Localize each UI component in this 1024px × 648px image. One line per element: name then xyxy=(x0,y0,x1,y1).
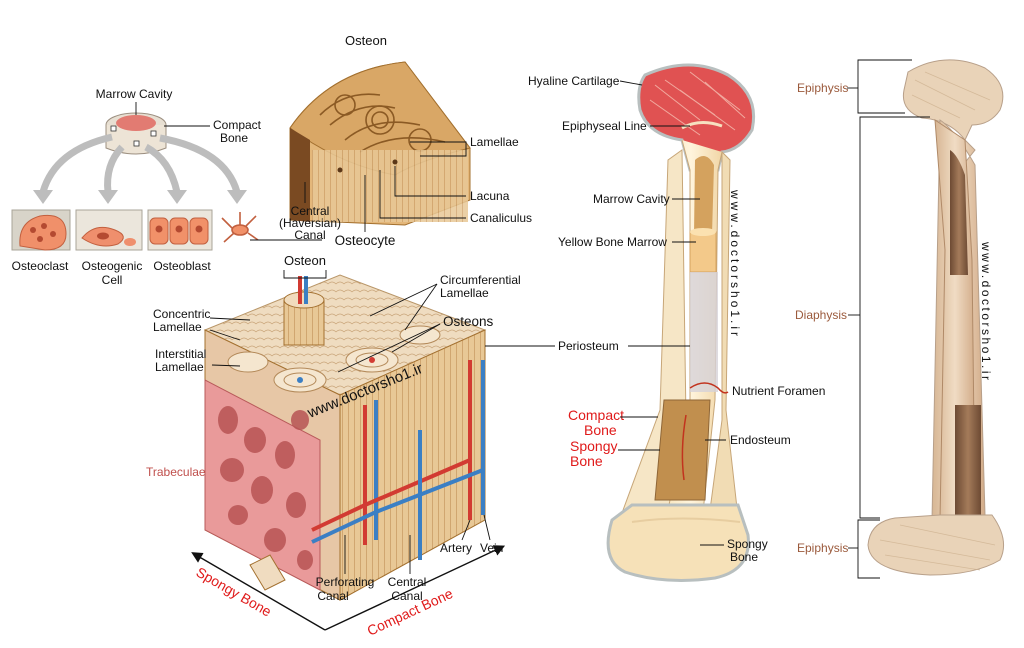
osteoblast-illustration xyxy=(147,209,213,251)
label-central-canal-1: Central xyxy=(291,204,330,218)
marrow-cavity-mini xyxy=(116,115,156,131)
label-nutrient-foramen: Nutrient Foramen xyxy=(732,384,825,398)
watermark-vertical-center: www.doctorsho1.ir xyxy=(728,189,742,339)
label-hyaline-cartilage: Hyaline Cartilage xyxy=(528,74,620,88)
label-diaphysis: Diaphysis xyxy=(795,308,847,322)
label-compact-bone-top-2: Bone xyxy=(220,131,248,145)
label-osteogenic-1: Osteogenic xyxy=(82,259,143,273)
osteoclast-illustration xyxy=(11,209,71,251)
spongy-axis-arrow xyxy=(191,552,326,631)
diaphysis-cavity-upper xyxy=(950,150,968,275)
diaphysis-cavity-lower xyxy=(955,405,981,515)
label-concentric-1: Concentric xyxy=(153,307,210,321)
label-interstitial-1: Interstitial xyxy=(155,347,206,361)
label-compact-bone-red-2: Bone xyxy=(584,422,617,438)
label-lacuna: Lacuna xyxy=(470,189,510,203)
long-bone-section: Hyaline Cartilage Epiphyseal Line Marrow… xyxy=(528,63,825,582)
label-circumferential-2: Lamellae xyxy=(440,286,489,300)
bone-cells-panel: Marrow Cavity Compact Bone Osteoclast Os… xyxy=(11,87,322,287)
label-trabeculae: Trabeculae xyxy=(146,465,206,479)
label-periosteum: Periosteum xyxy=(558,339,619,353)
label-yellow-bone-marrow: Yellow Bone Marrow xyxy=(558,235,667,249)
label-compact-bone-red-1: Compact xyxy=(568,407,624,423)
label-perforating-2: Canal xyxy=(317,589,348,603)
bone-tissue-block: Osteon Circumferential Lamellae Concentr… xyxy=(146,253,619,639)
osteogenic-cell-illustration xyxy=(75,209,143,251)
label-osteons: Osteons xyxy=(443,314,494,329)
label-osteon-top: Osteon xyxy=(345,33,387,48)
label-marrow-cavity-top: Marrow Cavity xyxy=(96,87,173,101)
bone-regions-illustration: Epiphysis Diaphysis Epiphysis www.doctor… xyxy=(795,59,1005,579)
label-spongy-bone-bottom-2: Bone xyxy=(730,550,758,564)
label-endosteum: Endosteum xyxy=(730,433,791,447)
label-central-canal-3: Canal xyxy=(294,228,325,242)
marrow-cavity-region xyxy=(694,156,714,235)
osteocyte-illustration xyxy=(221,212,259,243)
label-compact-bone-top-1: Compact xyxy=(213,118,262,132)
cell-arrows xyxy=(39,133,241,194)
watermark-vertical-right: www.doctorsho1.ir xyxy=(979,241,993,383)
label-marrow-cavity: Marrow Cavity xyxy=(593,192,670,206)
label-osteoclast: Osteoclast xyxy=(12,259,69,273)
label-artery: Artery xyxy=(440,541,472,555)
label-epiphyseal-line: Epiphyseal Line xyxy=(562,119,647,133)
label-perforating-1: Perforating xyxy=(316,575,375,589)
label-central-canal-b2: Canal xyxy=(391,589,422,603)
label-lamellae: Lamellae xyxy=(470,135,519,149)
label-spongy-bone-red-1: Spongy xyxy=(570,438,617,454)
label-central-canal-b1: Central xyxy=(388,575,427,589)
epiphyseal-line xyxy=(681,121,723,130)
label-osteocyte: Osteocyte xyxy=(335,233,396,248)
label-spongy-bone-red-2: Bone xyxy=(570,453,603,469)
label-spongy-bone-bottom-1: Spongy xyxy=(727,537,768,551)
label-osteon-block: Osteon xyxy=(284,253,326,268)
label-osteogenic-2: Cell xyxy=(102,273,123,287)
label-osteoblast: Osteoblast xyxy=(153,259,211,273)
label-epiphysis-bottom: Epiphysis xyxy=(797,541,848,555)
label-circumferential-1: Circumferential xyxy=(440,273,521,287)
label-epiphysis-top: Epiphysis xyxy=(797,81,848,95)
label-concentric-2: Lamellae xyxy=(153,320,202,334)
compact-axis-arrow xyxy=(324,545,506,631)
osteon-wedge-illustration: Osteon Lamellae Lacuna Canaliculus Centr… xyxy=(279,33,532,248)
label-interstitial-2: Lamellae xyxy=(155,360,204,374)
label-central-canal-2: (Haversian) xyxy=(279,216,341,230)
label-canaliculus: Canaliculus xyxy=(470,211,532,225)
